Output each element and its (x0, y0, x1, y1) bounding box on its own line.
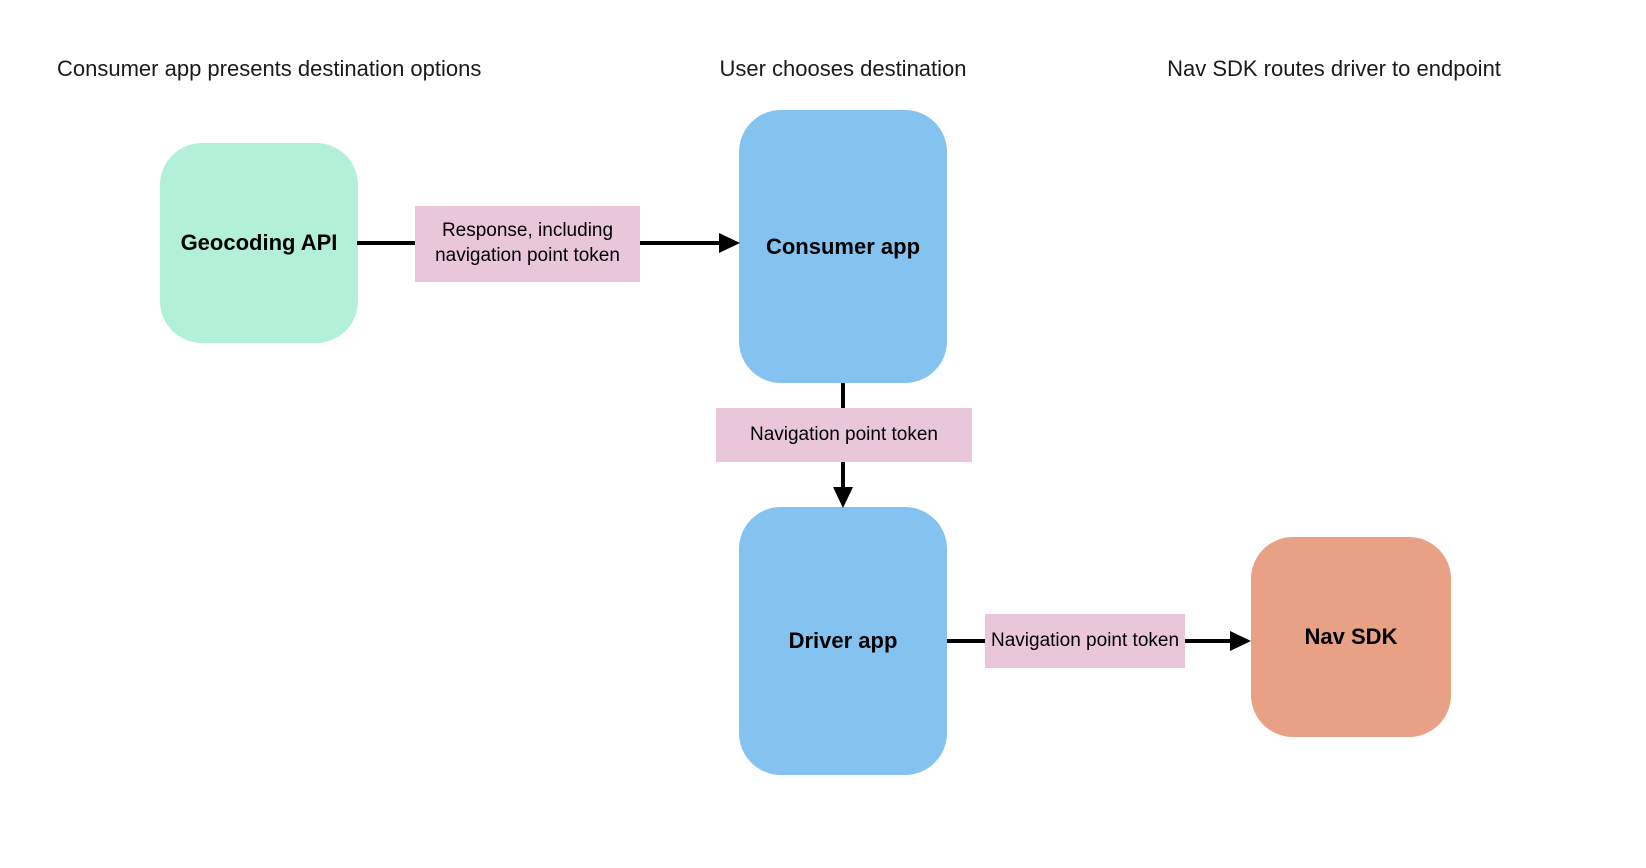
stage-heading-nav-sdk-routes-driver: Nav SDK routes driver to endpoint (1167, 56, 1501, 81)
arrow-response-label-to-consumer-line (640, 241, 720, 245)
arrowhead-right-into-consumer-icon (719, 233, 740, 253)
node-geocoding-api-label: Geocoding API (180, 230, 338, 255)
connector-consumer-to-token-label (841, 383, 845, 408)
node-driver-app: Driver app (739, 507, 947, 775)
connector-geocoding-to-response-label (357, 241, 415, 245)
edge-label-navigation-point-token-horizontal: Navigation point token (985, 614, 1185, 668)
arrowhead-right-into-nav-sdk-icon (1230, 631, 1251, 651)
arrow-token-label-to-driver-line (841, 462, 845, 488)
node-consumer-app: Consumer app (739, 110, 947, 383)
stage-heading-user-chooses-destination: User chooses destination (719, 56, 967, 81)
node-driver-app-label: Driver app (788, 628, 898, 653)
arrow-token-label-to-nav-sdk-line (1185, 639, 1231, 643)
connector-driver-to-token-label (947, 639, 985, 643)
node-nav-sdk-label: Nav SDK (1304, 624, 1398, 649)
edge-label-navigation-point-token-vertical: Navigation point token (716, 408, 972, 462)
stage-heading-consumer-presents-options: Consumer app presents destination option… (57, 56, 482, 81)
node-geocoding-api: Geocoding API (160, 143, 358, 343)
node-consumer-app-label: Consumer app (765, 233, 921, 259)
arrowhead-down-into-driver-icon (833, 487, 853, 508)
edge-label-response-including-token: Response, including navigation point tok… (415, 206, 640, 282)
node-nav-sdk: Nav SDK (1251, 537, 1451, 737)
